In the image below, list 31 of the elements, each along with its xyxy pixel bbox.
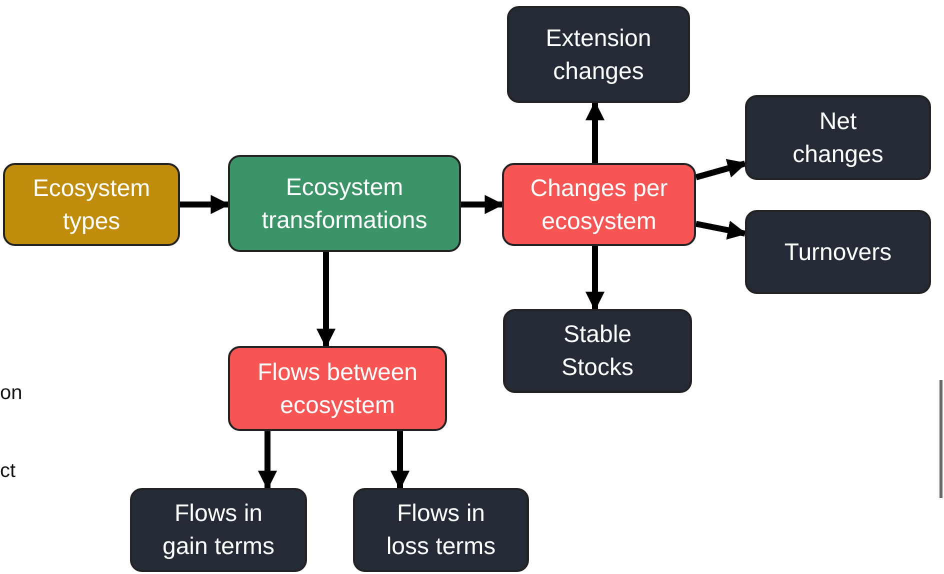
arrow: [390, 431, 410, 490]
process-box: [353, 488, 529, 572]
box-label: Stable Stocks: [560, 320, 635, 383]
arrow: [695, 159, 747, 180]
process-box: [745, 210, 931, 294]
box-label: Flows in gain terms: [161, 499, 276, 562]
process-box: [745, 95, 931, 180]
box-label: Ecosystem types: [32, 174, 152, 236]
box-label: Flows in loss terms: [385, 499, 497, 562]
process-box: [228, 155, 461, 252]
process-box: [228, 346, 447, 431]
box-label: Changes per ecosystem: [529, 174, 669, 236]
box-label: Extension changes: [544, 24, 652, 86]
arrow: [316, 252, 336, 348]
text-fragment: ct: [0, 460, 16, 483]
arrow: [585, 101, 605, 163]
text-fragment: on: [0, 382, 22, 405]
box-label: Ecosystem transformations: [260, 172, 428, 236]
process-box: [507, 6, 690, 103]
box-label: Net changes: [792, 106, 884, 170]
process-box: [502, 163, 696, 246]
arrow: [258, 431, 278, 490]
arrow: [695, 220, 747, 240]
box-label: Turnovers: [783, 238, 893, 268]
box-label: Flows between ecosystem: [256, 358, 419, 420]
process-box: [130, 488, 307, 572]
arrow: [180, 194, 230, 214]
process-box: [503, 309, 692, 393]
arrow: [461, 194, 504, 214]
process-box: [3, 163, 180, 246]
arrow: [585, 246, 605, 311]
